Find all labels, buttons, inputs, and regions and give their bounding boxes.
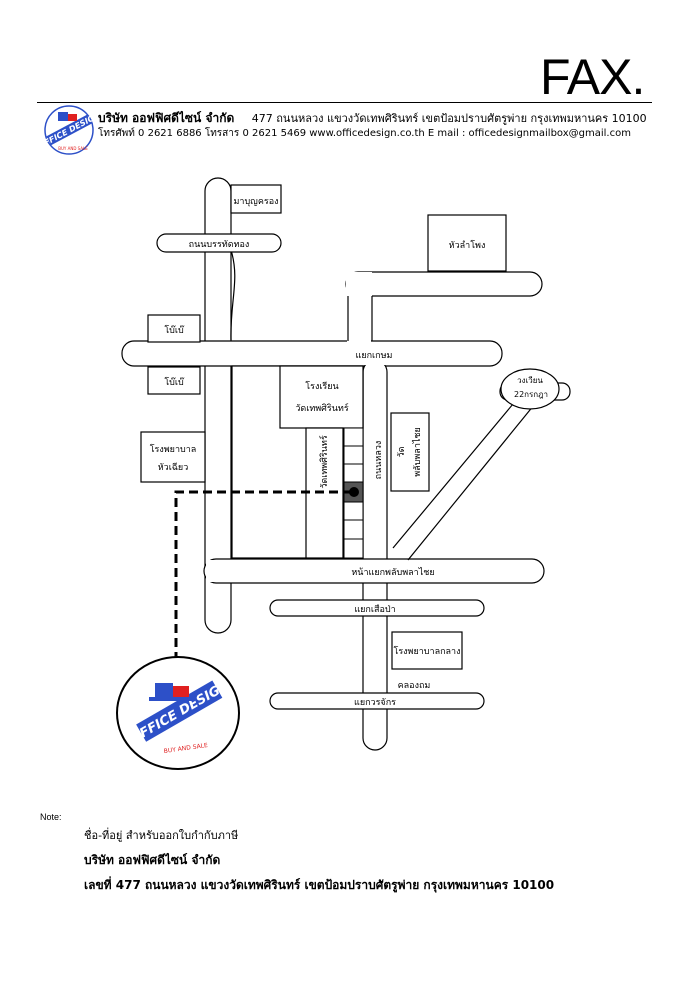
company-name: บริษัท ออฟฟิศดีไซน์ จำกัด <box>98 111 235 125</box>
label-school-2: วัดเทพศิรินทร์ <box>295 402 348 414</box>
road-left-vertical <box>204 177 232 634</box>
big-logo: OFFICE DESIGN BUY AND SALE <box>116 656 240 770</box>
small-logo-tagline: BUY AND SALE <box>58 146 88 151</box>
wongwian-label-1: วงเวียน <box>517 376 543 385</box>
office-location-dot <box>349 487 359 497</box>
label-school-1: โรงเรียน <box>305 381 338 392</box>
hospital-klang-box <box>391 631 463 670</box>
school-box <box>279 365 364 429</box>
bobae-bottom-box <box>147 366 201 395</box>
road-rama4 <box>345 271 543 297</box>
bobae-top-box <box>147 314 201 343</box>
company-address: 477 ถนนหลวง แขวงวัดเทพศิรินทร์ เขตป้อมปร… <box>251 112 647 125</box>
hualamphong-box <box>427 214 507 272</box>
mabunkrong-box <box>230 184 282 214</box>
location-map: วงเวียน 22กรกฎา มาบุญครอง ถนนบรรทัดทอง ห… <box>116 177 571 770</box>
label-bobae-top: โบ๊เบ๊ <box>164 325 184 336</box>
road-diagonal <box>392 397 535 561</box>
label-hospital-2: หัวเฉียว <box>158 462 189 473</box>
header-rule <box>37 102 652 103</box>
header-line1: บริษัท ออฟฟิศดีไซน์ จำกัด 477 ถนนหลวง แข… <box>98 109 647 128</box>
road-luang <box>362 359 388 751</box>
wongwian-circle <box>500 368 560 410</box>
label-hualamphong: หัวลำโพง <box>449 240 486 251</box>
note-line2: บริษัท ออฟฟิศดีไซน์ จำกัด <box>84 853 221 867</box>
label-hospital-klang: โรงพยาบาลกลาง <box>393 646 460 657</box>
label-yaek-kasem: แยกเกษม <box>356 351 393 361</box>
label-wat-2: พลับพลาไชย <box>412 427 423 477</box>
route-dashed-line <box>174 490 352 660</box>
wat-box <box>390 412 430 492</box>
company-contact: โทรศัพท์ 0 2621 6886 โทรสาร 0 2621 5469 … <box>98 128 631 139</box>
note-line1: ชื่อ-ที่อยู่ สำหรับออกใบกำกับภาษี <box>84 829 239 842</box>
label-wat-1: วัด <box>397 446 407 457</box>
label-bobae-bottom: โบ๊เบ๊ <box>164 377 184 388</box>
label-bantadthong: ถนนบรรทัดทอง <box>189 240 250 250</box>
small-logo: OFFICE DESIGN BUY AND SALE <box>40 105 98 155</box>
label-na-yaek: หน้าแยกพลับพลาไชย <box>351 567 434 578</box>
label-wat-debsirin-road: วัดเทพศิรินทร์ <box>318 435 330 488</box>
fax-title: FAX. <box>540 49 645 105</box>
label-mabunkrong: มาบุญครอง <box>233 197 278 207</box>
hospital-huachiew-box <box>140 431 206 483</box>
note-line3: เลขที่ 477 ถนนหลวง แขวงวัดเทพศิรินทร์ เข… <box>84 878 555 892</box>
label-thanon-luang: ถนนหลวง <box>374 441 384 480</box>
note-label: Note: <box>40 812 62 822</box>
label-yaek-suapa: แยกเสือป่า <box>354 604 395 615</box>
label-hospital-1: โรงพยาบาล <box>150 444 197 455</box>
label-yaek-worachak: แยกวรจักร <box>354 698 396 708</box>
road-kasem <box>121 340 503 367</box>
label-khlong-thom: คลองถม <box>398 681 431 691</box>
wongwian-label-2: 22กรกฎา <box>514 390 548 399</box>
